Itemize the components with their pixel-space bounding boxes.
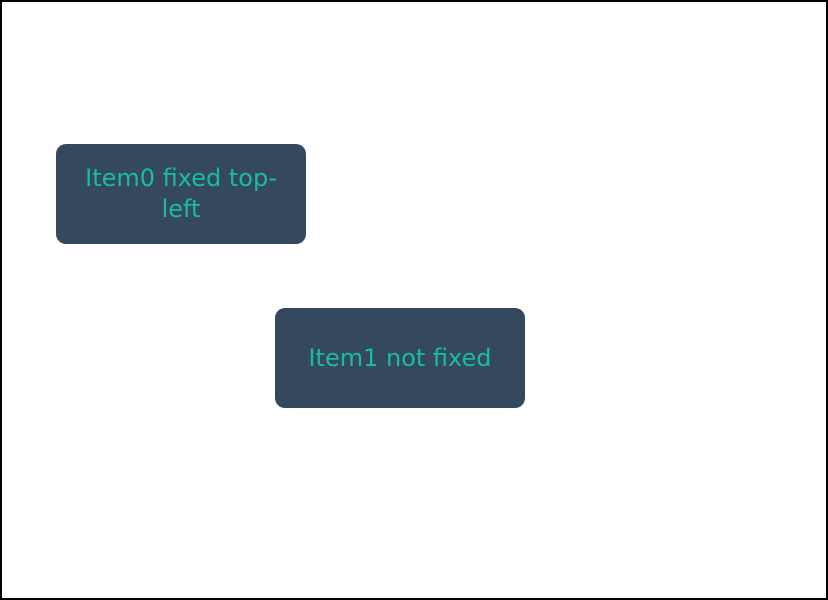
draggable-item-1[interactable]: Item1 not fixed — [275, 308, 525, 408]
draggable-item-0[interactable]: Item0 fixed top-left — [56, 144, 306, 244]
item-0-label: Item0 fixed top-left — [85, 164, 277, 223]
item-1-label: Item1 not fixed — [308, 343, 492, 372]
